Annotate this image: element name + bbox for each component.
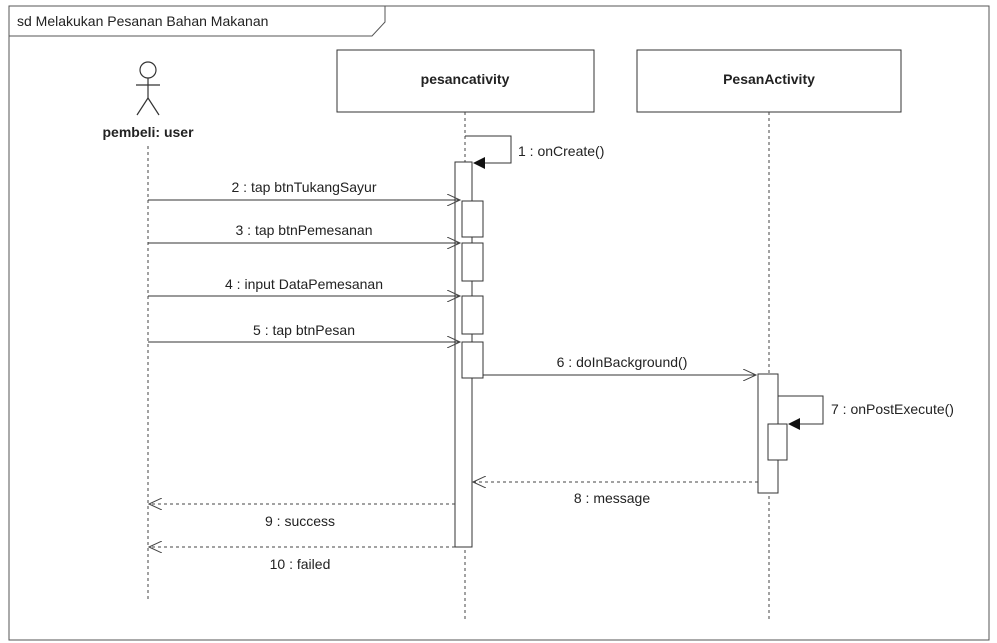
pesanactivity-lifeline-box[interactable] [636,49,902,113]
frame-title: sd Melakukan Pesanan Bahan Makanan [17,13,268,29]
message-1-arrow [465,135,512,169]
message-5-label: 5 : tap btnPesan [253,322,355,338]
message-10-label: 10 : failed [270,556,331,572]
actor-label: pembeli: user [102,124,194,140]
activation-msg-2 [461,200,484,238]
activation-msg-5 [461,341,484,379]
message-9-label: 9 : success [265,513,335,529]
activation-msg-3 [461,242,484,282]
activation-msg-4 [461,295,484,335]
message-1-label: 1 : onCreate() [518,143,604,159]
message-2-label: 2 : tap btnTukangSayur [231,179,376,195]
frame-border [8,5,990,641]
pesancativity-label: pesancativity [421,71,510,87]
message-6-label: 6 : doInBackground() [557,354,688,370]
frame-title-tab [8,5,386,37]
stick-figure-actor-icon [136,61,160,116]
message-7-label: 7 : onPostExecute() [831,401,954,417]
message-7-arrow [778,395,824,430]
message-4-label: 4 : input DataPemesanan [225,276,383,292]
activation-msg-7 [767,423,788,461]
message-3-label: 3 : tap btnPemesanan [236,222,373,238]
pesancativity-lifeline-box[interactable] [336,49,595,113]
message-8-label: 8 : message [574,490,650,506]
pesanactivity-label: PesanActivity [723,71,815,87]
